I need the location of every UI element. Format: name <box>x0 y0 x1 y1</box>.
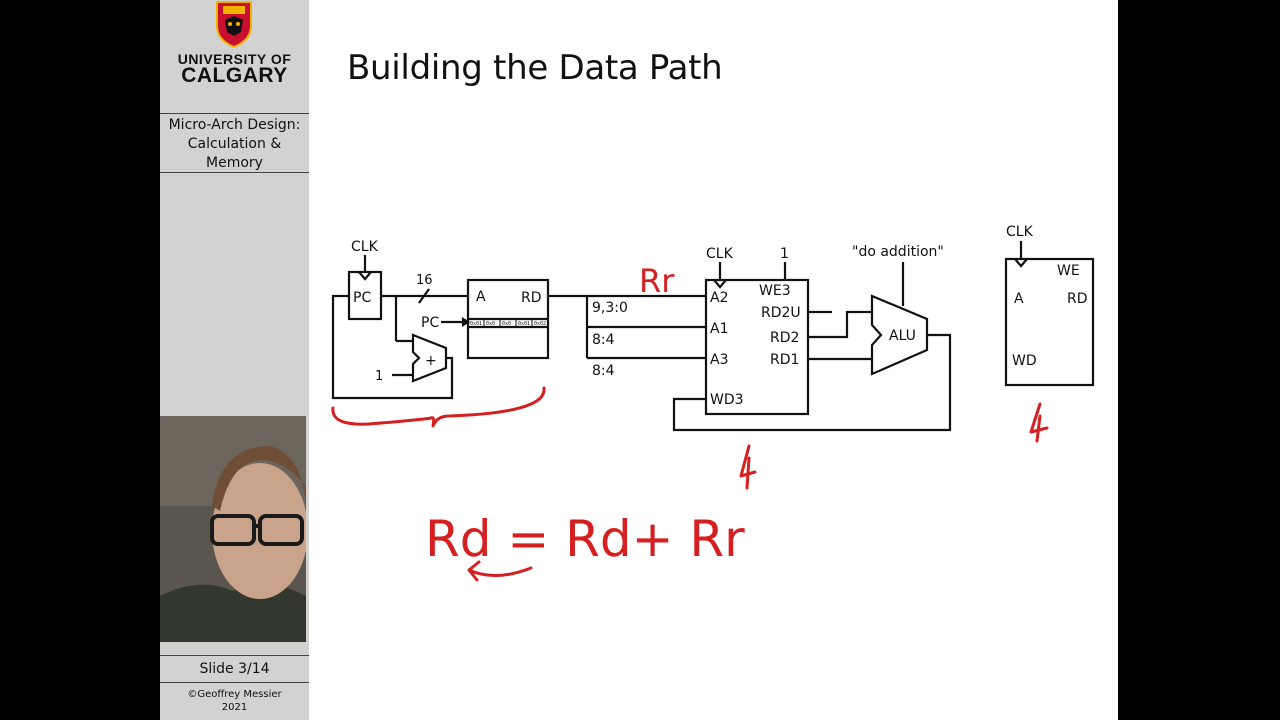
regfile-we-value: 1 <box>780 246 789 262</box>
slide-canvas: Building the Data Path <box>309 0 1118 720</box>
adder-plus-label: + <box>425 353 437 369</box>
regfile-port-rd2: RD2 <box>770 330 799 346</box>
alu-control-label: "do addition" <box>852 244 944 260</box>
field-rr: 9,3:0 <box>592 300 628 316</box>
pc-adder <box>411 333 448 383</box>
datamem-four-mark <box>1029 402 1049 443</box>
copyright-name: ©Geoffrey Messier <box>187 689 282 700</box>
imem-cell: 0x01 <box>470 321 482 327</box>
regfile-port-a1: A1 <box>710 321 728 337</box>
university-name-line1: UNIVERSITY OF <box>177 51 292 67</box>
bus-width-label: 16 <box>416 273 433 288</box>
imem-pc-label: PC <box>421 315 439 331</box>
slide-number: Slide 3/14 <box>199 661 270 677</box>
dmem-port-a: A <box>1014 291 1024 307</box>
regfile-port-a3: A3 <box>710 352 728 368</box>
dmem-clk-label: CLK <box>1006 224 1034 240</box>
imem-cell: 0x01 <box>518 321 530 327</box>
regfile-port-wd3: WD3 <box>710 392 744 408</box>
sidebar-divider <box>160 655 309 656</box>
sidebar-divider <box>160 172 309 173</box>
field-rd-write: 8:4 <box>592 363 615 379</box>
slide-title: Building the Data Path <box>347 48 723 88</box>
register-file <box>704 278 810 416</box>
copyright-year: 2021 <box>221 702 248 713</box>
alu <box>870 294 929 376</box>
crest-icon <box>216 1 252 48</box>
regfile-port-a2: A2 <box>710 290 728 306</box>
university-logo: UNIVERSITY OF CALGARY <box>160 0 309 113</box>
equation-handwritten: Rd = Rd+ Rr <box>425 510 745 568</box>
dmem-we-label: WE <box>1057 263 1080 279</box>
regfile-port-rd1: RD1 <box>770 352 799 368</box>
imem-cell: 0x0 <box>486 321 495 327</box>
imem-port-a: A <box>476 289 486 305</box>
equation-arrow-mark <box>467 560 533 582</box>
data-path-diagram: CLK PC 16 + 1 A RD PC 0x01 0x0 0x0 0x01 … <box>331 224 1095 582</box>
webcam-video <box>160 416 306 642</box>
pc-loop-brace-mark <box>331 386 546 428</box>
sidebar-divider <box>160 113 309 114</box>
regfile-port-we3: WE3 <box>759 283 791 299</box>
data-memory <box>1004 257 1095 387</box>
rr-handwritten-label: Rr <box>639 262 675 300</box>
regfile-clk-label: CLK <box>706 246 734 262</box>
adder-increment-label: 1 <box>375 369 383 384</box>
university-name-line2: CALGARY <box>181 64 288 87</box>
sidebar-divider <box>160 682 309 683</box>
imem-cell: 0x02 <box>534 321 546 327</box>
imem-cell: 0x0 <box>502 321 511 327</box>
section-title: Micro-Arch Design: Calculation & Memory <box>168 117 301 171</box>
pc-clk-label: CLK <box>351 239 379 255</box>
imem-port-rd: RD <box>521 290 542 306</box>
pc-clock-triangle <box>358 271 372 281</box>
regfile-four-mark <box>739 444 757 490</box>
dmem-port-wd: WD <box>1012 353 1037 369</box>
alu-label: ALU <box>889 328 916 344</box>
copyright: ©Geoffrey Messier 2021 <box>160 688 309 714</box>
regfile-port-rd2u: RD2U <box>761 305 801 321</box>
field-rd-read: 8:4 <box>592 332 615 348</box>
pc-label: PC <box>353 290 371 306</box>
dmem-port-rd: RD <box>1067 291 1088 307</box>
